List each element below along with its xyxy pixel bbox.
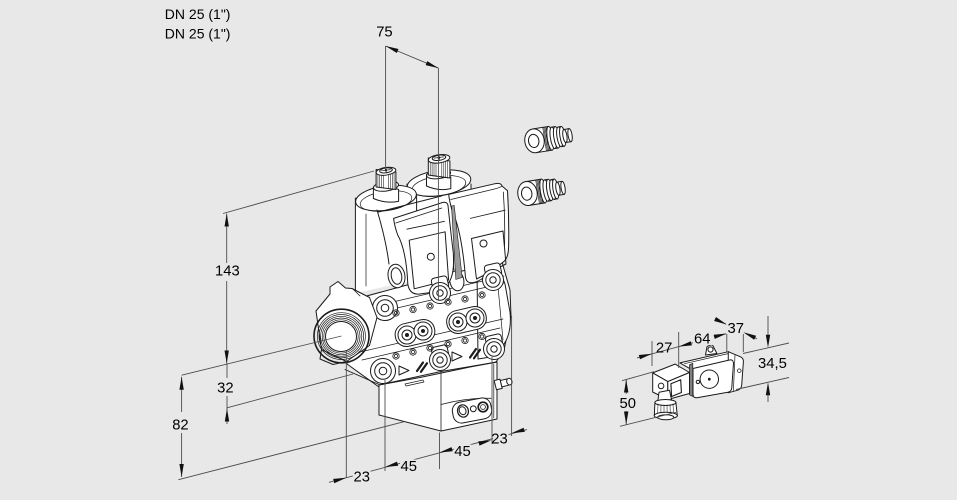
- svg-text:64: 64: [694, 332, 710, 348]
- svg-text:DN 25 (1"): DN 25 (1"): [165, 25, 231, 41]
- svg-text:45: 45: [401, 459, 417, 475]
- svg-text:75: 75: [376, 24, 392, 40]
- svg-text:45: 45: [454, 444, 470, 460]
- svg-text:143: 143: [215, 264, 240, 280]
- svg-text:37: 37: [728, 321, 744, 337]
- svg-text:32: 32: [217, 380, 233, 396]
- svg-text:27: 27: [656, 341, 672, 357]
- svg-text:50: 50: [620, 396, 636, 412]
- svg-text:23: 23: [354, 469, 370, 485]
- svg-text:34,5: 34,5: [758, 356, 787, 372]
- svg-text:82: 82: [172, 418, 188, 434]
- svg-text:DN 25 (1"): DN 25 (1"): [165, 6, 231, 22]
- svg-text:23: 23: [491, 432, 507, 448]
